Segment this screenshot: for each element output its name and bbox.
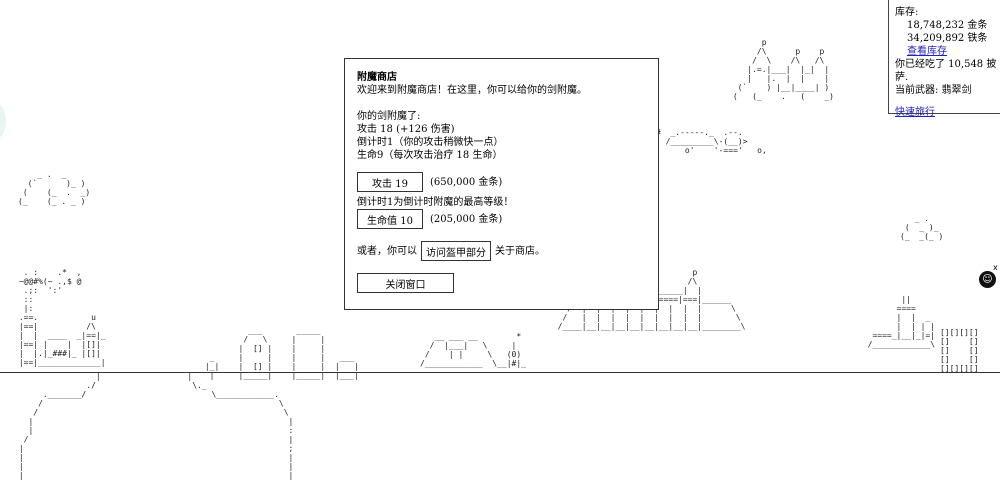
underground-cave: | | ./ \._ ._______/ \____________. / \ … — [18, 372, 294, 480]
or-prefix: 或者，你可以 — [357, 245, 417, 257]
lighthouse: || ==== | | _ | | | | ====_|__|_|=| /___… — [867, 295, 936, 349]
factory: . : .* , ~@@#%(~ .,$ @ .;: ':' :: |: .==… — [18, 268, 106, 367]
close-icon[interactable]: x — [993, 263, 998, 272]
attack-price: (650,000 金条) — [430, 176, 503, 188]
fast-travel-link[interactable]: 快速旅行 — [895, 107, 935, 118]
upgrade-life-button[interactable]: 生命值 10 — [357, 209, 423, 229]
countdown-max-note: 倒计时1为倒计时附魔的最高等级！ — [357, 197, 514, 208]
pizza-count: 你已经吃了 10,548 披萨. — [895, 59, 997, 83]
shop-welcome: 欢迎来到附魔商店！在这里，你可以给你的剑附魔。 — [357, 85, 587, 96]
enchant-heading: 你的剑附魔了: — [357, 111, 421, 122]
life-enchant-line: 生命9（每次攻击治疗 18 生命） — [357, 150, 503, 161]
castle-top: p /\ p p / \ /\ /\ |.=.|___| |_| | | |. … — [732, 38, 834, 101]
decorative-circle — [0, 103, 6, 139]
stone-walls: [][][][] [] [] [] [] [] [] [][][][] — [940, 328, 979, 373]
close-window-button[interactable]: 关闭窗口 — [357, 273, 454, 293]
countdown-enchant-line: 倒计时1（你的攻击稍微快一点） — [357, 137, 504, 148]
attack-enchant-line: 攻击 18 (+126 伤害) — [357, 124, 455, 135]
enchant-shop-dialog: 附魔商店 欢迎来到附魔商店！在这里，你可以给你的剑附魔。 你的剑附魔了: 攻击 … — [344, 58, 659, 310]
ground-line — [0, 372, 1000, 373]
view-inventory-link[interactable]: 查看库存 — [907, 46, 947, 57]
shop-title: 附魔商店 — [357, 72, 397, 83]
visit-armor-button[interactable]: 访问盔甲部分 — [421, 241, 491, 261]
gold-count: 18,748,232 金条 — [907, 20, 988, 31]
or-suffix: 关于商店。 — [495, 245, 545, 257]
github-icon[interactable]: ☺ — [979, 271, 996, 288]
iron-count: 34,209,892 铁条 — [907, 33, 988, 44]
upgrade-attack-button[interactable]: 攻击 19 — [357, 172, 423, 192]
shop-stall: __ ___ __ * / |___| \ | / | | \ (0) /___… — [420, 332, 526, 368]
current-weapon: 当前武器: 翡翠剑 — [895, 85, 972, 96]
cloud-left: _ . _ (` )_ ) ( (_ . _) (_ (_ . _ ) — [18, 170, 91, 206]
life-price: (205,000 金条) — [430, 213, 503, 225]
inventory-panel: 库存: 18,748,232 金条 34,209,892 铁条 查看库存 你已经… — [888, 0, 1000, 118]
houses-left: ___ _____ / \ | | | [] | | | _ | | | | _… — [204, 326, 359, 380]
cloud-right: _ . ( _ )_ (_ _(_ ) — [900, 214, 944, 241]
inventory-title: 库存: — [895, 7, 919, 18]
airship: # _.-----._ .--. /_________\-(__)> o' '-… — [656, 128, 767, 155]
